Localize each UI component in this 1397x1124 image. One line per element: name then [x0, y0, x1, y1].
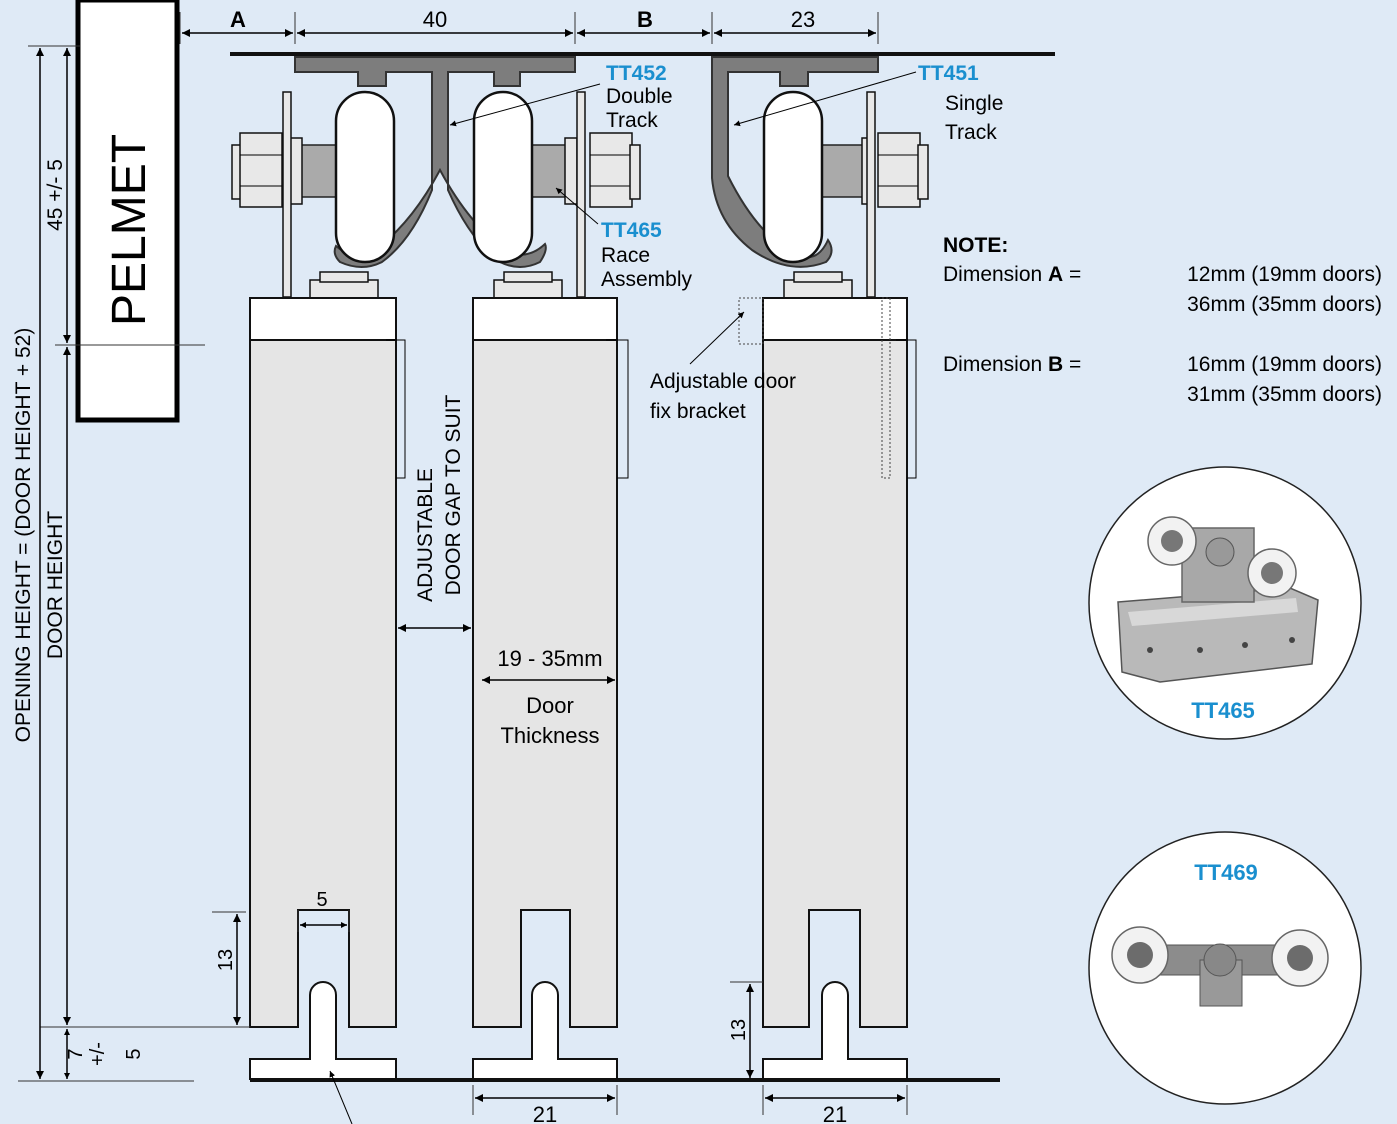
- slot-dimensions-right: [730, 981, 763, 1078]
- dim-23-label: 23: [791, 7, 815, 32]
- svg-text:5: 5: [123, 1048, 145, 1059]
- slot-height-left-label: 13: [215, 949, 237, 971]
- tt451-line1: Single: [945, 92, 1003, 115]
- svg-text:+/-: +/-: [87, 1042, 109, 1066]
- svg-text:ADJUSTABLE: ADJUSTABLE: [414, 468, 437, 602]
- note-title: NOTE:: [943, 234, 1008, 257]
- note-dim-b: Dimension B =: [943, 353, 1081, 376]
- dim-a-label: A: [230, 7, 246, 32]
- door-thickness-label-2: Thickness: [500, 723, 599, 748]
- note-block: NOTE: Dimension A = 12mm (19mm doors) 36…: [943, 234, 1382, 406]
- tt452-leader: [449, 83, 601, 127]
- tt465-line1: Race: [601, 244, 650, 267]
- door-height-label: DOOR HEIGHT: [44, 511, 67, 659]
- dim-b-label: B: [637, 7, 653, 32]
- photo-tt465: TT465: [1088, 466, 1362, 740]
- tt452-code: TT452: [606, 62, 667, 85]
- door-left: [249, 297, 406, 1028]
- tt451-leader: [733, 71, 917, 127]
- tt465-line2: Assembly: [601, 268, 693, 291]
- dim-40-label: 40: [423, 7, 447, 32]
- door-gap-label: ADJUSTABLE DOOR GAP TO SUIT: [414, 394, 465, 601]
- bracket-line1: Adjustable door: [650, 370, 796, 393]
- door-right: [738, 297, 917, 1028]
- tt465-code: TT465: [601, 219, 662, 242]
- floor-guide-left: [249, 981, 397, 1080]
- guide-width-mid-label: 21: [533, 1102, 557, 1124]
- tt451-code: TT451: [918, 62, 979, 85]
- slot-width-label: 5: [316, 889, 327, 911]
- race-assembly-left: [231, 132, 343, 208]
- top-nuts: [309, 271, 853, 301]
- wheel-left: [334, 90, 396, 264]
- tt451-line2: Track: [945, 121, 997, 144]
- opening-height-label: OPENING HEIGHT = (DOOR HEIGHT + 52): [12, 328, 35, 743]
- wheel-mid: [472, 90, 534, 264]
- pelmet-label: PELMET: [103, 134, 156, 326]
- svg-text:7: 7: [65, 1048, 87, 1059]
- left-dimensions: [18, 45, 250, 1082]
- race-assembly-mid: [529, 132, 641, 208]
- photo-tt465-caption: TT465: [1191, 698, 1255, 723]
- note-dim-a-line1: 12mm (19mm doors): [1187, 263, 1382, 286]
- pelmet-height-label: 45 +/- 5: [44, 159, 67, 231]
- note-dim-b-line1: 16mm (19mm doors): [1187, 353, 1382, 376]
- floor-guide-leader: [329, 1070, 353, 1124]
- bracket-plate-mid: [576, 91, 586, 298]
- bracket-line2: fix bracket: [650, 400, 746, 423]
- tt452-line2: Track: [606, 109, 658, 132]
- floor-guide-right: [762, 981, 908, 1080]
- slot-height-right-label: 13: [728, 1019, 750, 1041]
- pelmet: PELMET: [75, 0, 180, 423]
- door-mid: [472, 297, 629, 1028]
- note-dim-a: Dimension A =: [943, 263, 1081, 286]
- bracket-leader: [689, 311, 745, 365]
- guide-width-right-label: 21: [823, 1102, 847, 1124]
- tt465-leader: [555, 187, 599, 225]
- guide-width-dimensions: [472, 1085, 908, 1115]
- floor-guide-mid: [472, 981, 618, 1080]
- bottom-gap-label: 7 +/- 5: [65, 1042, 145, 1066]
- door-thickness-value: 19 - 35mm: [497, 646, 602, 671]
- note-dim-b-line2: 31mm (35mm doors): [1187, 383, 1382, 406]
- note-dim-a-line2: 36mm (35mm doors): [1187, 293, 1382, 316]
- wheel-right: [762, 90, 824, 264]
- bracket-plate-left: [282, 91, 292, 298]
- svg-text:DOOR GAP TO SUIT: DOOR GAP TO SUIT: [442, 394, 465, 595]
- bracket-plate-right: [866, 91, 876, 298]
- tt452-line1: Double: [606, 85, 673, 108]
- photo-tt469: TT469: [1088, 831, 1362, 1105]
- slot-dimensions-left: [212, 910, 350, 1025]
- door-thickness-label-1: Door: [526, 693, 574, 718]
- single-track: [711, 56, 879, 268]
- photo-tt469-caption: TT469: [1194, 860, 1258, 885]
- top-dimensions: [179, 12, 879, 44]
